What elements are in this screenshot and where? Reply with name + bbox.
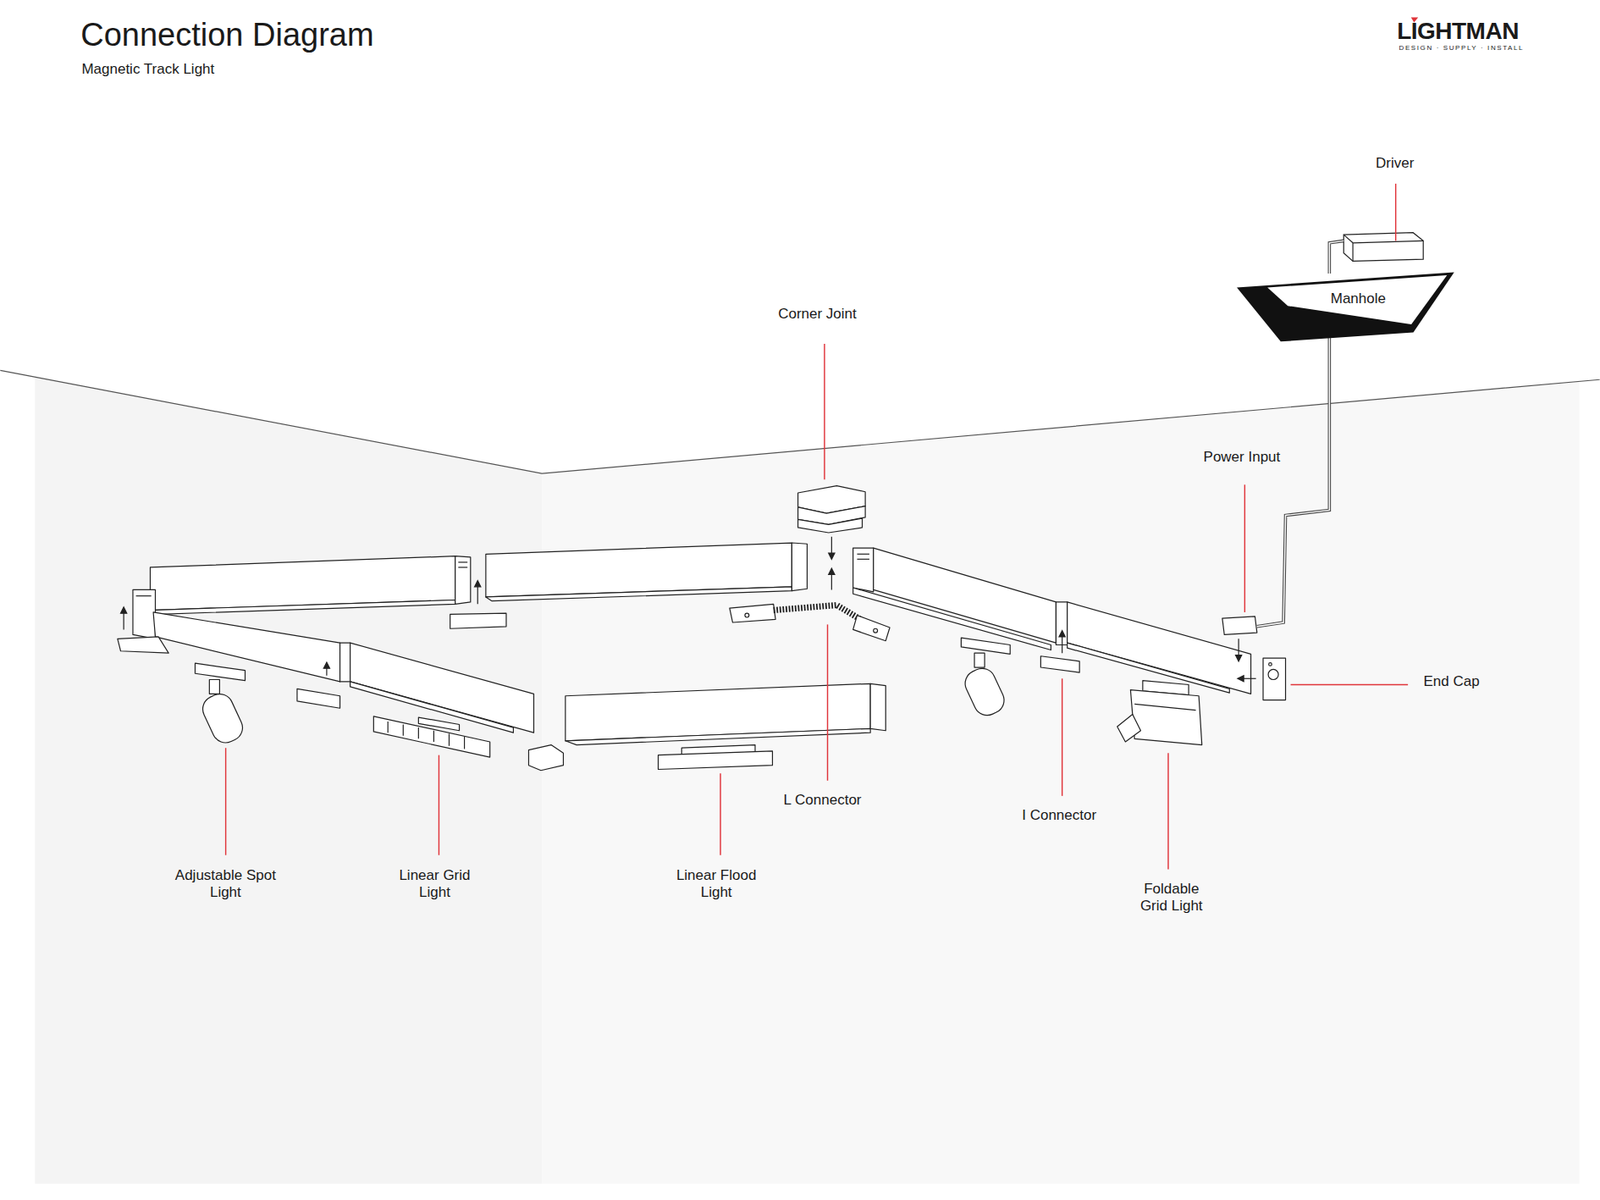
part-label: L Connector bbox=[783, 791, 862, 809]
part-label: Linear Flood Light bbox=[665, 866, 767, 902]
part-label: Corner Joint bbox=[777, 305, 857, 323]
part-label: Adjustable Spot Light bbox=[164, 866, 287, 902]
manhole-outline bbox=[1236, 270, 1456, 344]
node-label: Manhole bbox=[1330, 290, 1386, 308]
left-wall bbox=[34, 376, 542, 1183]
logo-wordmark: LIGHTMAN bbox=[1396, 16, 1519, 46]
ceiling-line bbox=[0, 369, 1600, 474]
part-label: Foldable Grid Light bbox=[1131, 880, 1212, 916]
part-label: Driver bbox=[1375, 154, 1414, 172]
subtitle: Magnetic Track Light bbox=[81, 60, 215, 78]
part-label: I Connector bbox=[1021, 806, 1097, 824]
diagram-title: Connection Diagram bbox=[80, 16, 374, 56]
manhole-shape: Manhole bbox=[1236, 270, 1456, 344]
logo-tagline: DESIGN · SUPPLY · INSTALL bbox=[1399, 44, 1525, 53]
part-label: End Cap bbox=[1423, 673, 1479, 690]
part-label: Power Input bbox=[1203, 448, 1281, 466]
right-wall bbox=[541, 381, 1579, 1184]
part-label: Linear Grid Light bbox=[386, 866, 484, 902]
